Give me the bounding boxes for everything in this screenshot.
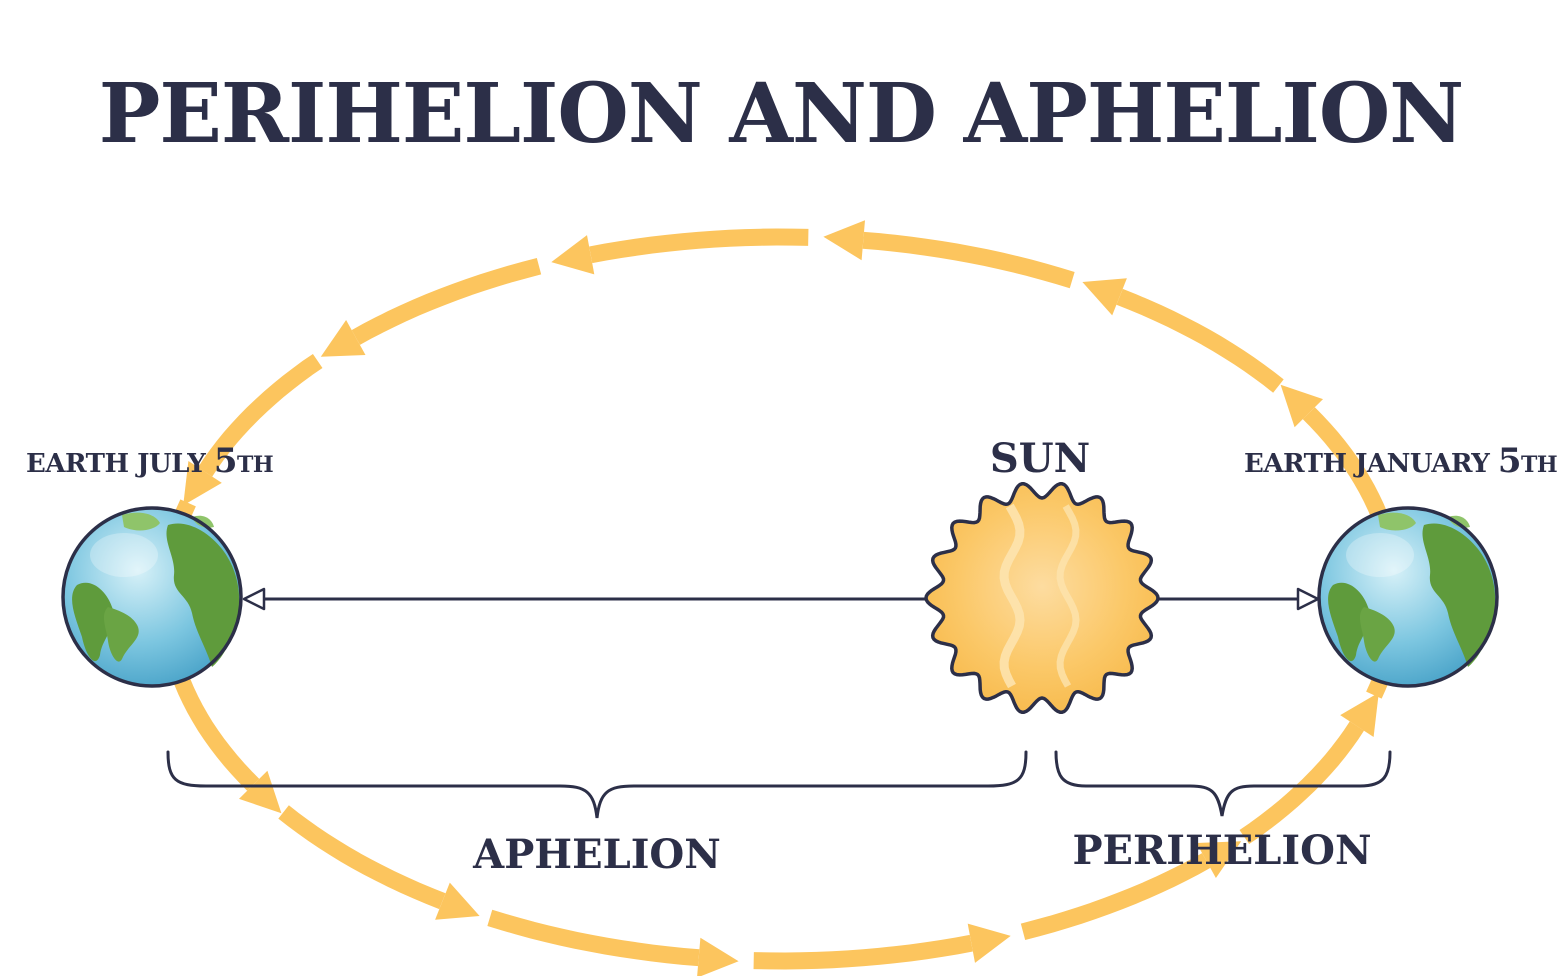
sun-icon [924, 482, 1160, 714]
earth-january-label: EARTH JANUARY 5TH [1244, 441, 1557, 481]
orbit-arrowhead [435, 882, 480, 920]
perihelion-label: PERIHELION [1072, 827, 1371, 874]
orbit-arrowhead [1082, 278, 1127, 316]
orbit-segment [1020, 853, 1211, 941]
orbit-segment [753, 934, 973, 970]
orbit-arrowhead [697, 937, 739, 976]
orbit-segment [167, 661, 260, 791]
orbit-arrowhead [320, 320, 366, 357]
orbit-arrowhead [183, 461, 222, 506]
earth-july-label-suffix: TH [237, 452, 273, 478]
earth-july-label-digit: 5 [214, 441, 237, 481]
orbit-arrowhead [239, 770, 282, 814]
orbit-segment [1239, 721, 1365, 845]
orbit-arrowhead [823, 220, 865, 261]
aphelion-label: APHELION [472, 831, 721, 878]
orbit-segment [278, 805, 446, 910]
orbit-arrowhead [967, 923, 1011, 963]
orbit-arrowhead [1340, 692, 1379, 737]
orbit-segment [589, 228, 809, 264]
earth-july-label: EARTH JULY 5TH [26, 441, 273, 481]
perihelion-brace [1054, 750, 1392, 817]
aphelion-brace [166, 750, 1028, 819]
earth-january-label-digit: 5 [1498, 441, 1521, 481]
orbit-arrowhead [551, 235, 595, 275]
orbit-segment [197, 353, 323, 477]
orbit-segment [351, 257, 542, 345]
orbit-arrowhead [1196, 841, 1242, 878]
sun-label: SUN [990, 435, 1090, 482]
diagram-title: PERIHELION AND APHELION [99, 66, 1463, 162]
orbit-segment [487, 909, 700, 967]
orbit-segment [1116, 288, 1284, 393]
earth-january-label-prefix: EARTH JANUARY [1244, 449, 1498, 479]
earth-january-label-suffix: TH [1521, 452, 1557, 478]
earth-icon [1317, 506, 1499, 688]
earth-july-label-prefix: EARTH JULY [26, 449, 214, 479]
earth-icon [61, 506, 243, 688]
orbit-arrowhead [1280, 384, 1323, 428]
orbit-segment [862, 231, 1075, 289]
